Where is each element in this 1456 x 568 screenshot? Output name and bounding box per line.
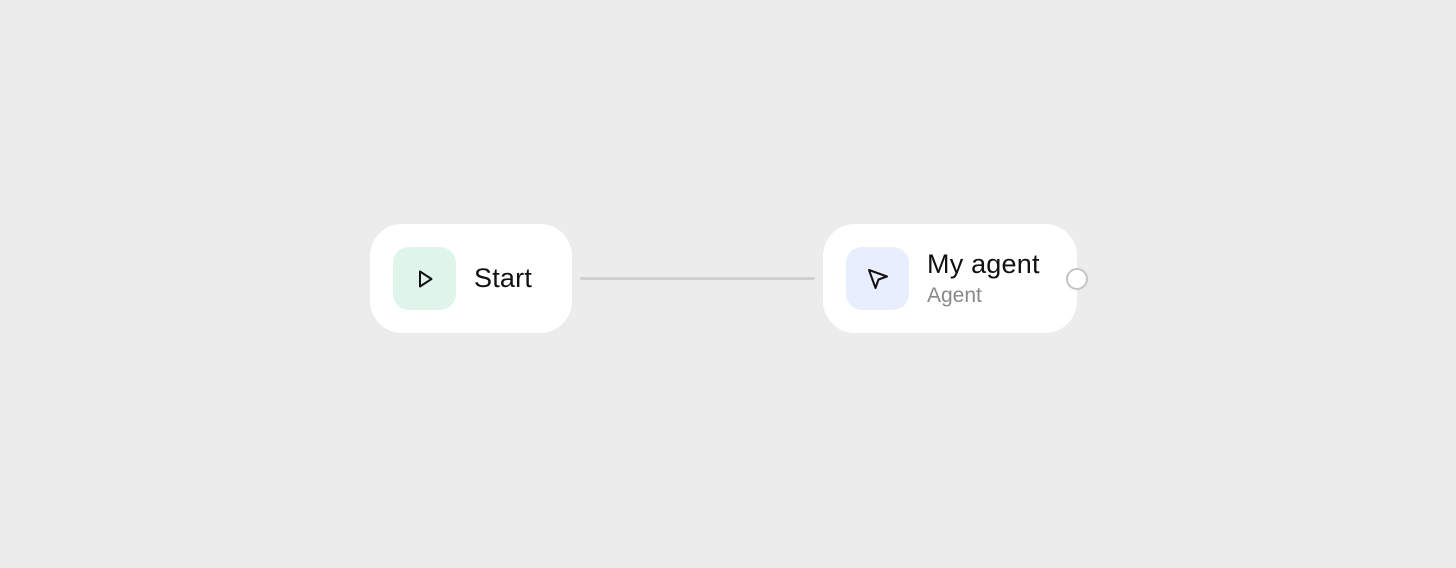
agent-node-text: My agent Agent <box>927 248 1040 310</box>
start-node-icon-tile <box>393 247 456 310</box>
agent-node-title: My agent <box>927 248 1040 279</box>
start-node[interactable]: Start <box>370 224 572 333</box>
cursor-arrow-icon <box>865 266 891 292</box>
agent-node[interactable]: My agent Agent <box>823 224 1077 333</box>
agent-output-handle[interactable] <box>1066 268 1088 290</box>
play-icon <box>414 268 436 290</box>
agent-node-icon-tile <box>846 247 909 310</box>
agent-node-type: Agent <box>927 283 982 307</box>
start-node-label: Start <box>474 263 533 293</box>
connection-edge-start-to-agent[interactable] <box>580 277 815 280</box>
